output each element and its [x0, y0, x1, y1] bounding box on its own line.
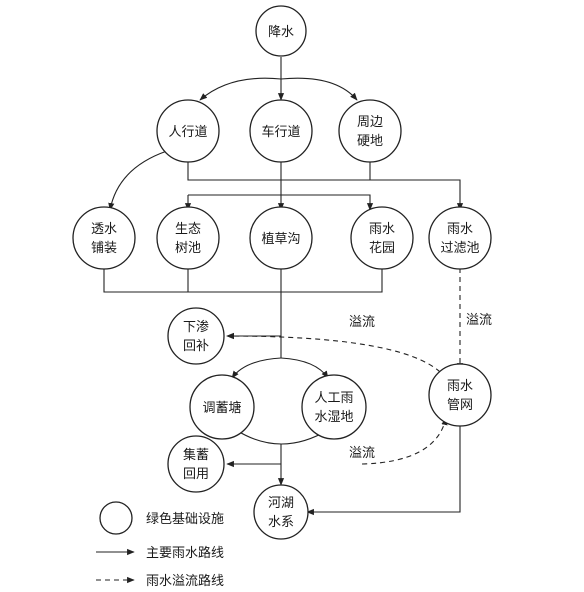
node-pipe-network-label-2: 管网	[447, 398, 473, 413]
edge-to-wetland	[280, 357, 329, 379]
node-sidewalk: 人行道	[156, 99, 220, 163]
overflow-labels: 溢流 溢流 溢流	[349, 313, 492, 461]
node-wetland-label-2: 水湿地	[314, 410, 353, 425]
node-roadway-label: 车行道	[261, 124, 300, 140]
row2-bottom-collector	[103, 268, 383, 293]
node-rain: 降水	[255, 5, 307, 57]
node-river-system-label-1: 河湖	[268, 496, 294, 511]
legend-facility-label: 绿色基础设施	[146, 511, 224, 527]
node-eco-tree-pit: 生态 树池	[156, 206, 220, 270]
edge-to-retention-pond	[231, 357, 282, 379]
node-pipe-network: 雨水 管网	[428, 363, 492, 427]
node-rain-garden-label-1: 雨水	[369, 222, 395, 237]
edge-rain-hardscape	[280, 77, 358, 101]
node-permeable-paving: 透水 铺装	[72, 206, 136, 270]
node-collection-reuse-label-2: 回用	[183, 467, 209, 482]
collector-line-a	[187, 160, 464, 211]
node-hardscape: 周边 硬地	[338, 99, 402, 163]
node-rain-garden: 雨水 花园	[350, 206, 414, 270]
node-retention-pond: 调蓄塘	[189, 374, 255, 440]
node-eco-tree-pit-label-1: 生态	[175, 222, 201, 237]
node-pipe-network-label-1: 雨水	[447, 379, 473, 394]
node-rain-label: 降水	[268, 25, 294, 40]
legend-facility-symbol	[99, 501, 133, 535]
node-filter-tank-label-2: 过滤池	[440, 241, 479, 256]
edge-bar-rain-garden	[188, 194, 374, 211]
flow-lines	[103, 57, 464, 516]
node-wetland-label-1: 人工雨	[314, 391, 353, 406]
node-collection-reuse: 集蓄 回用	[167, 435, 225, 493]
node-infiltration-recharge-label-1: 下渗	[183, 320, 209, 335]
edge-sidewalk-permeable-paving	[108, 150, 168, 211]
edge-rain-sidewalk	[199, 77, 282, 101]
overflow-label: 溢流	[349, 446, 375, 461]
node-filter-tank: 雨水 过滤池	[428, 206, 492, 270]
node-grass-swale-label: 植草沟	[261, 232, 300, 247]
legend: 绿色基础设施 主要雨水路线 雨水溢流路线	[96, 501, 224, 589]
legend-overflow-route-label: 雨水溢流路线	[146, 573, 224, 589]
overflow-label: 溢流	[349, 315, 375, 330]
node-infiltration-recharge-label-2: 回补	[183, 339, 209, 354]
node-wetland: 人工雨 水湿地	[301, 374, 367, 440]
node-river-system-label-2: 水系	[268, 515, 294, 530]
node-roadway: 车行道	[249, 99, 313, 163]
node-permeable-paving-label-2: 铺装	[91, 241, 117, 256]
node-retention-pond-label: 调蓄塘	[202, 400, 241, 416]
overflow-to-pipe-from-collection	[361, 417, 448, 465]
node-permeable-paving-label-1: 透水	[91, 222, 117, 237]
node-sidewalk-label: 人行道	[168, 125, 207, 140]
edge-pipe-to-river	[306, 424, 461, 516]
overflow-label: 溢流	[466, 313, 492, 328]
node-hardscape-label-2: 硬地	[357, 134, 383, 149]
node-grass-swale: 植草沟	[249, 206, 313, 270]
node-filter-tank-label-1: 雨水	[447, 222, 473, 237]
node-hardscape-label-1: 周边	[357, 115, 383, 130]
overflow-pipe-to-infiltration	[226, 332, 441, 373]
node-rain-garden-label-2: 花园	[369, 240, 395, 256]
node-collection-reuse-label-1: 集蓄	[183, 447, 209, 463]
node-river-system: 河湖 水系	[253, 484, 309, 540]
node-infiltration-recharge: 下渗 回补	[167, 307, 225, 365]
node-eco-tree-pit-label-2: 树池	[175, 241, 201, 256]
legend-main-route-label: 主要雨水路线	[146, 545, 224, 561]
